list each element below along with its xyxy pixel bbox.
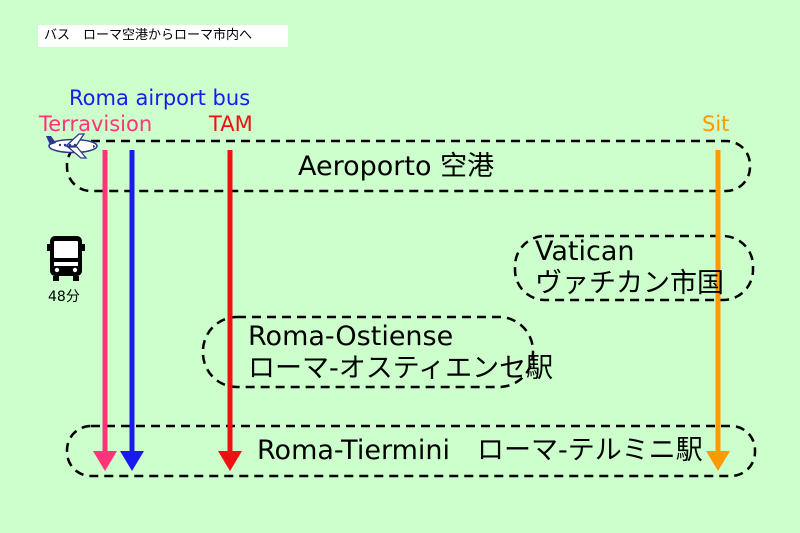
ostiense-stop-outline <box>201 315 535 389</box>
tam-route-arrow <box>218 150 242 471</box>
page-title: バス ローマ空港からローマ市内へ <box>38 25 288 47</box>
tam-label: TAM <box>209 112 253 136</box>
sit-label: Sit <box>702 112 730 136</box>
ostiense-stop-label-en: Roma-Ostiense <box>248 321 454 352</box>
roma-airport-bus-label: Roma airport bus <box>69 86 251 110</box>
vatican-stop-outline <box>513 234 755 302</box>
vatican-stop-label-en: Vatican <box>535 236 635 267</box>
ostiense-stop-label-ja: ローマ-オスティエンセ駅 <box>248 353 554 384</box>
aeroporto-stop-outline <box>65 139 752 193</box>
sit-route-arrow <box>706 150 730 471</box>
roma-airport-bus-route-arrow <box>120 150 144 471</box>
vatican-stop-label-ja: ヴァチカン市国 <box>535 268 724 299</box>
terravision-route-arrow <box>93 150 117 471</box>
airplane-icon <box>46 133 98 159</box>
bus-icon <box>47 236 85 281</box>
terravision-label: Terravision <box>39 112 153 136</box>
termini-stop-label: Roma-Tiermini ローマ-テルミニ駅 <box>257 435 703 466</box>
travel-duration-label: 48分 <box>48 289 80 305</box>
aeroporto-stop-label: Aeroporto 空港 <box>298 151 495 182</box>
termini-stop-outline <box>65 424 757 478</box>
